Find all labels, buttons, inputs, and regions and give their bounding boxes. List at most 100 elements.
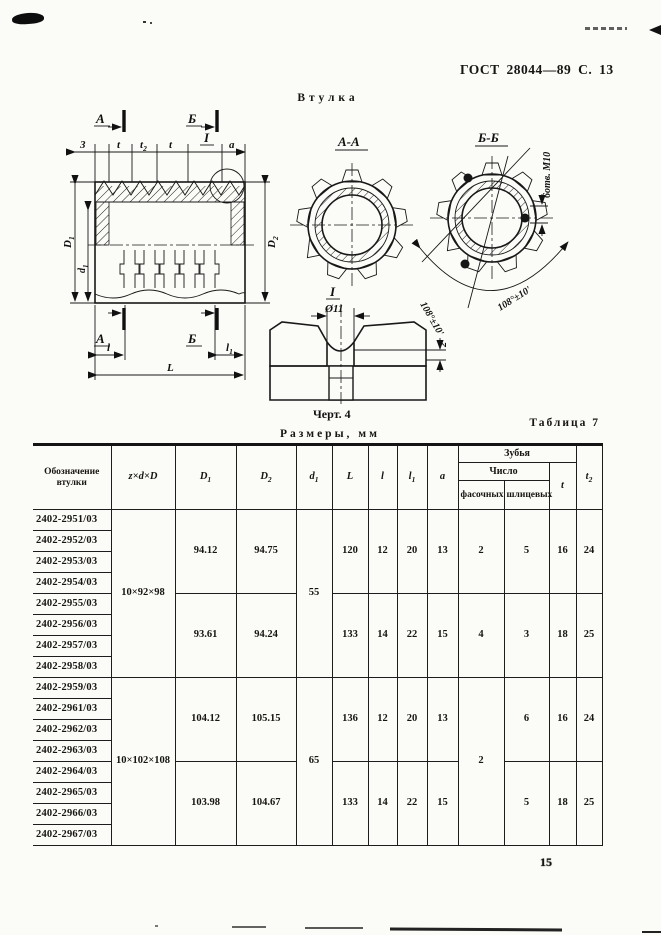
section-b-bottom-label: Б — [187, 331, 196, 346]
designation-cell: 2402-2961/03 — [33, 698, 112, 720]
col-header-chamfer: фасочных — [457, 480, 505, 510]
d1-cell-g1: 55 — [295, 509, 333, 678]
l-cell: 12 — [367, 677, 398, 762]
D1-cell: 93.61 — [174, 593, 237, 678]
scan-dashed-smudge — [585, 27, 627, 30]
page-number: 15 — [540, 855, 552, 870]
page-header: ГОСТ 28044—89 С. 13 — [460, 62, 614, 78]
col-header-t: t — [548, 462, 577, 510]
angle-label-bottom: 108°±10' — [496, 284, 534, 313]
designation-cell: 2402-2959/03 — [33, 677, 112, 699]
figure-title-text: Втулка — [297, 92, 359, 104]
technical-drawing: А Б 3 t t2 t a I — [62, 110, 569, 421]
spline-cell: 5 — [503, 509, 550, 594]
spline-cell: 3 — [503, 593, 550, 678]
page-number-text: 15 — [540, 855, 552, 869]
chamfer-cell: 2 — [457, 509, 505, 594]
L-cell: 133 — [331, 761, 369, 846]
col-group-teeth: Зубья — [457, 444, 577, 463]
t-cell: 16 — [548, 509, 577, 594]
t-cell: 18 — [548, 593, 577, 678]
designation-cell: 2402-2957/03 — [33, 635, 112, 657]
dim-D1-label: D1 — [62, 236, 76, 249]
figure-title: Втулка — [258, 92, 398, 104]
table-number-text: Таблица 7 — [529, 417, 600, 429]
D2-cell: 104.67 — [235, 761, 297, 846]
t-cell: 18 — [548, 761, 577, 846]
scan-line-artifact — [155, 925, 158, 927]
figure-caption: Черт. 4 — [313, 407, 351, 421]
D2-cell: 94.24 — [235, 593, 297, 678]
scan-line-artifact — [642, 931, 661, 933]
l1-cell: 20 — [396, 509, 428, 594]
t2-cell: 24 — [575, 509, 603, 594]
designation-cell: 2402-2952/03 — [33, 530, 112, 552]
dim-d1-label: d1 — [77, 265, 90, 274]
longitudinal-section-view: А Б 3 t t2 t a I — [62, 110, 280, 380]
angle-label-left: 108°±10' — [417, 300, 445, 338]
designation-cell: 2402-2965/03 — [33, 782, 112, 804]
col-header-d1: d1 — [295, 444, 333, 510]
detail-i-view: I Ø11 2 Черт. 4 — [269, 284, 449, 421]
dim-3-label: 3 — [79, 139, 86, 151]
dim-t-label: t — [169, 139, 173, 151]
chamfer-cell-g2: 2 — [457, 677, 505, 846]
col-header-designation: Обозначение втулки — [33, 444, 112, 510]
dim-t2-label: t2 — [140, 139, 147, 153]
spline-cell: 6 — [503, 677, 550, 762]
a-cell: 15 — [426, 761, 459, 846]
dim-l1-label: l1 — [226, 342, 233, 356]
col-header-spline: шлицевых — [503, 480, 552, 510]
table-number: Таблица 7 — [470, 417, 600, 429]
dia-11-label: Ø11 — [324, 303, 343, 315]
gost-number: ГОСТ 28044—89 С. 13 — [460, 62, 614, 77]
designation-cell: 2402-2962/03 — [33, 719, 112, 741]
col-header-D1: D1 — [174, 444, 237, 510]
t2-cell: 25 — [575, 593, 603, 678]
designation-cell: 2402-2964/03 — [33, 761, 112, 783]
dim-t-label: t — [117, 139, 121, 151]
L-cell: 133 — [331, 593, 369, 678]
D1-cell: 103.98 — [174, 761, 237, 846]
table-units-text: Размеры, мм — [280, 428, 380, 440]
t2-cell: 24 — [575, 677, 603, 762]
D2-cell: 94.75 — [235, 509, 297, 594]
l-cell: 14 — [367, 761, 398, 846]
d1-cell-g2: 65 — [295, 677, 333, 846]
spline-cell: 5 — [503, 761, 550, 846]
scan-line-artifact — [305, 927, 363, 929]
holes-m10-label: 6отв. М10 — [542, 152, 553, 198]
col-header-L: L — [331, 444, 369, 510]
a-cell: 15 — [426, 593, 459, 678]
l-cell: 14 — [367, 593, 398, 678]
designation-cell: 2402-2958/03 — [33, 656, 112, 678]
section-a-top-label: А — [95, 111, 105, 126]
designation-cell: 2402-2955/03 — [33, 593, 112, 615]
L-cell: 136 — [331, 677, 369, 762]
dim-a-label: a — [229, 139, 235, 151]
col-group-count: Число — [457, 462, 550, 481]
section-bb-view: Б-Б 6отв. М10 108°±10' 108°±10' — [411, 130, 569, 338]
l1-cell: 20 — [396, 677, 428, 762]
scan-arrow-mark — [644, 25, 661, 35]
section-b-top-label: Б — [187, 111, 196, 126]
D1-cell: 104.12 — [174, 677, 237, 762]
designation-cell: 2402-2963/03 — [33, 740, 112, 762]
detail-marker-label: I — [203, 130, 210, 145]
dim-L-label: L — [166, 362, 174, 374]
section-a-bottom-label: А — [95, 331, 105, 346]
L-cell: 120 — [331, 509, 369, 594]
col-header-zdd: z×d×D — [110, 444, 176, 510]
scan-speck — [143, 21, 146, 23]
t-cell: 16 — [548, 677, 577, 762]
designation-cell: 2402-2967/03 — [33, 824, 112, 846]
l-cell: 12 — [367, 509, 398, 594]
dim-D2-label: D2 — [266, 236, 280, 249]
zdd-cell-g2: 10×102×108 — [110, 677, 176, 846]
l1-cell: 22 — [396, 761, 428, 846]
scan-ink-blob — [11, 11, 45, 26]
designation-cell: 2402-2953/03 — [33, 551, 112, 573]
scan-speck — [150, 22, 152, 24]
l1-cell: 22 — [396, 593, 428, 678]
